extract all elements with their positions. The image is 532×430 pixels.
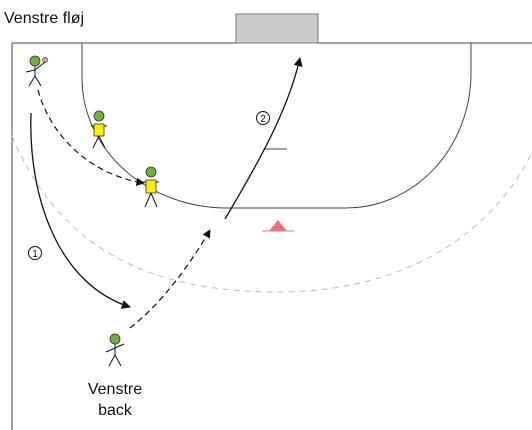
diagram-title: Venstre fløj [4,10,85,27]
left-back-label: Venstre back [68,379,162,421]
run-arrow-1 [30,112,131,309]
run-arrow-2 [224,57,303,220]
ball-icon [42,57,48,63]
step-marker-2: 2 [256,111,270,125]
step-marker-1: 1 [28,246,42,260]
left-wing-player-icon [25,55,48,87]
step-1-text: 1 [32,249,38,260]
cone-icon [269,220,287,231]
pass-arrow-back [129,229,211,329]
goal [235,13,319,44]
nine-meter-line [11,135,532,293]
step-2-text: 2 [260,114,266,125]
defender-1-icon [91,110,107,149]
pass-arrow-wing [37,89,145,187]
left-back-label-line1: Venstre [87,381,143,398]
defender-2-icon [143,166,159,208]
left-back-label-line2: back [98,402,132,419]
left-back-player-icon [105,333,125,367]
